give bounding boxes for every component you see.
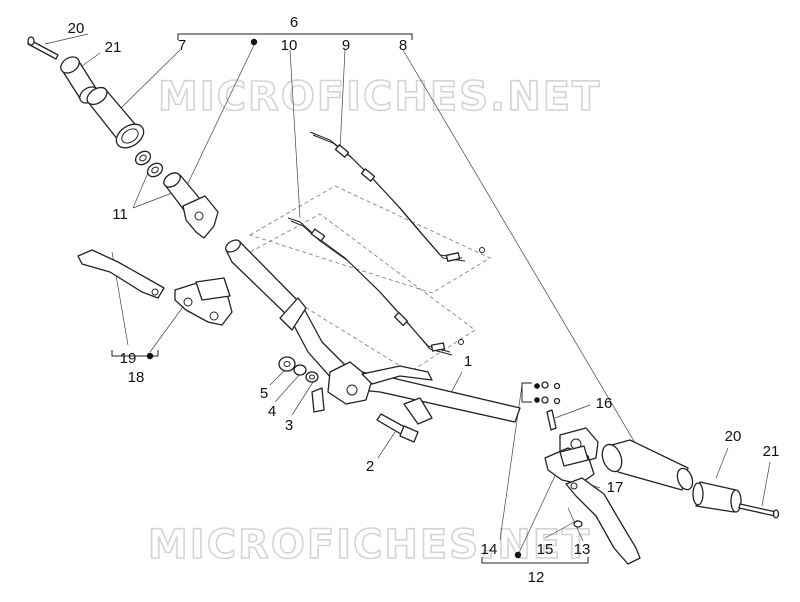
- throttle-cable-9: [309, 131, 485, 262]
- grip-right: [601, 439, 694, 491]
- washers-11: [134, 150, 164, 178]
- leader-9: [339, 49, 346, 151]
- callout-11: 11: [112, 206, 128, 223]
- callout-5: 5: [260, 385, 268, 402]
- leader-8: [402, 49, 652, 471]
- callout-13: 13: [574, 541, 591, 558]
- bracket-group-14: [521, 382, 532, 403]
- callout-10: 10: [281, 37, 298, 54]
- callout-21-right: 21: [763, 443, 780, 460]
- leader-21a: [81, 52, 101, 67]
- leader-1: [449, 371, 463, 396]
- leader-15: [544, 519, 579, 539]
- callout-8: 8: [399, 37, 407, 54]
- small-screws-right: [541, 381, 561, 405]
- bolt-right: [738, 503, 780, 519]
- leader-dot-6: [179, 44, 255, 201]
- leader-dot-18: [149, 299, 189, 353]
- screw-15: [573, 520, 583, 528]
- handlebar-1: [225, 239, 521, 425]
- leader-21b: [761, 461, 771, 507]
- washer-3: [305, 371, 319, 383]
- leader-3: [291, 381, 314, 416]
- group-14-dot-a: [534, 383, 540, 389]
- leader-11a: [132, 167, 151, 209]
- leader-7: [120, 49, 181, 109]
- callout-18: 18: [128, 369, 145, 386]
- leader-dot-12: [517, 464, 561, 556]
- leader-4: [274, 373, 301, 403]
- screw-16: [546, 409, 557, 431]
- bolt-left: [27, 36, 59, 60]
- callout-16: 16: [596, 395, 613, 412]
- leader-16: [554, 404, 591, 419]
- callout-6: 6: [290, 14, 298, 31]
- bar-end-weight-right: [692, 481, 742, 513]
- callout-14: 14: [481, 541, 498, 558]
- callout-1: 1: [464, 353, 472, 370]
- bolt-2: [376, 413, 419, 443]
- callout-20-right: 20: [725, 428, 742, 445]
- group-18-dot: [146, 352, 154, 360]
- callout-7: 7: [178, 37, 186, 54]
- washer-4: [293, 364, 307, 376]
- master-cylinder-right: [544, 445, 595, 485]
- callout-15: 15: [537, 541, 554, 558]
- throttle-cable-10: [287, 217, 464, 356]
- throttle-grip-assembly: [163, 172, 219, 239]
- leader-20a: [44, 33, 89, 45]
- group-6-dot: [250, 38, 258, 46]
- watermark-bottom: MICROFICHES.NET: [148, 522, 591, 568]
- spacer-5: [278, 356, 296, 372]
- leader-20b: [715, 447, 729, 479]
- callout-9: 9: [342, 37, 350, 54]
- brake-lever-left: [77, 249, 165, 299]
- callout-4: 4: [268, 403, 276, 420]
- bracket-group-18: [111, 350, 159, 357]
- cable-group-outline-lower: [231, 213, 476, 373]
- callout-21-left: 21: [105, 39, 122, 56]
- callout-12: 12: [528, 569, 545, 586]
- cable-group-outline-upper: [249, 185, 491, 294]
- group-12-dot: [514, 551, 522, 559]
- callout-3: 3: [285, 417, 293, 434]
- grip-left: [86, 86, 145, 149]
- watermark-top: MICROFICHES.NET: [158, 74, 601, 120]
- bracket-group-12: [481, 557, 589, 564]
- master-cylinder-left: [174, 277, 233, 326]
- callout-2: 2: [366, 458, 374, 475]
- group-14-dot-b: [534, 397, 540, 403]
- brake-lever-right: [565, 477, 641, 565]
- bracket-group-6: [177, 33, 413, 40]
- leader-10: [289, 49, 301, 219]
- callout-17: 17: [607, 479, 624, 496]
- callout-19: 19: [120, 350, 137, 367]
- leader-2: [377, 431, 396, 459]
- callout-20-left: 20: [68, 20, 85, 37]
